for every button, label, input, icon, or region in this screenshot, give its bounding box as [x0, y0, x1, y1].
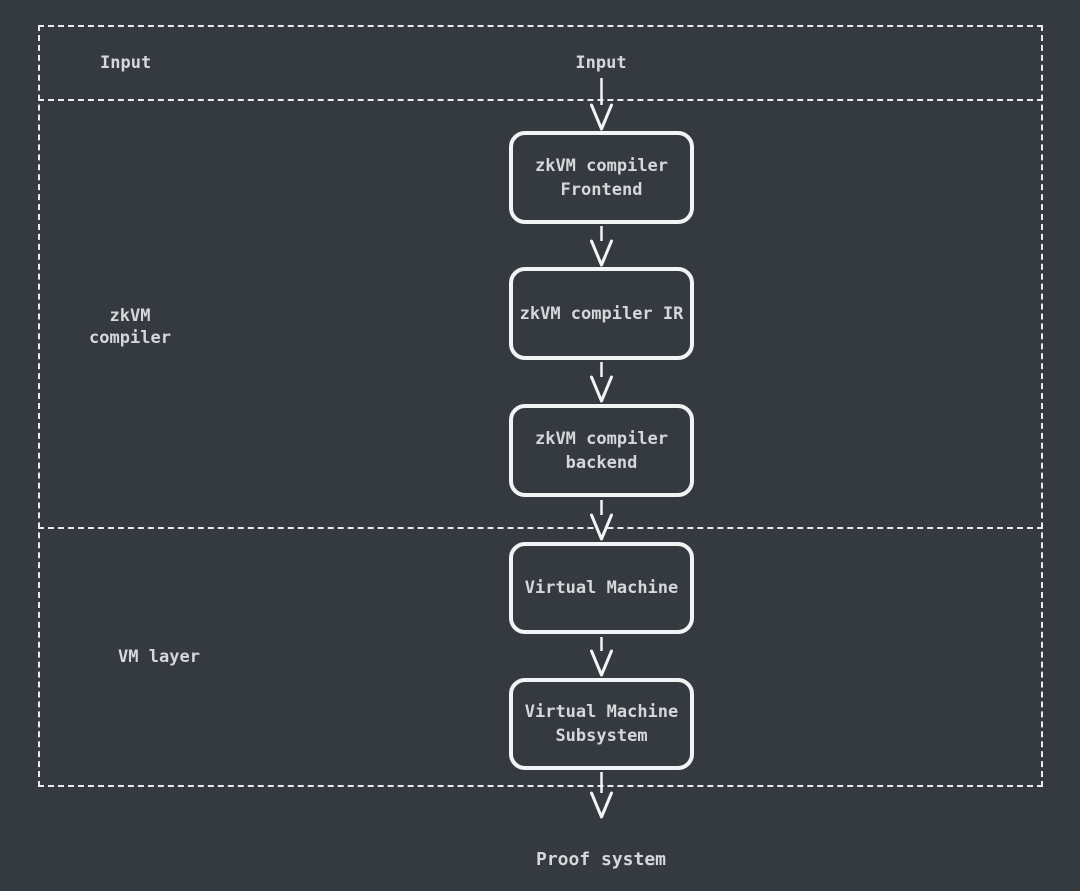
section-label-input: Input — [100, 53, 152, 73]
flow-source-label-input: Input — [575, 53, 627, 73]
diagram-outer-dashed-border — [38, 25, 1043, 787]
section-label-vm-layer: VM layer — [118, 647, 200, 667]
node-virtual-machine: Virtual Machine — [509, 542, 694, 634]
node-zkvm-compiler-frontend: zkVM compiler Frontend — [509, 131, 694, 224]
node-zkvm-compiler-backend: zkVM compiler backend — [509, 404, 694, 497]
node-zkvm-compiler-ir: zkVM compiler IR — [509, 267, 694, 360]
flow-sink-label-proof-system: Proof system — [535, 849, 667, 870]
section-label-zkvm-compiler: zkVM compiler — [89, 306, 171, 348]
section-divider-compiler-vm — [38, 527, 1043, 529]
section-divider-input-compiler — [38, 99, 1043, 101]
node-virtual-machine-subsystem: Virtual Machine Subsystem — [509, 678, 694, 770]
